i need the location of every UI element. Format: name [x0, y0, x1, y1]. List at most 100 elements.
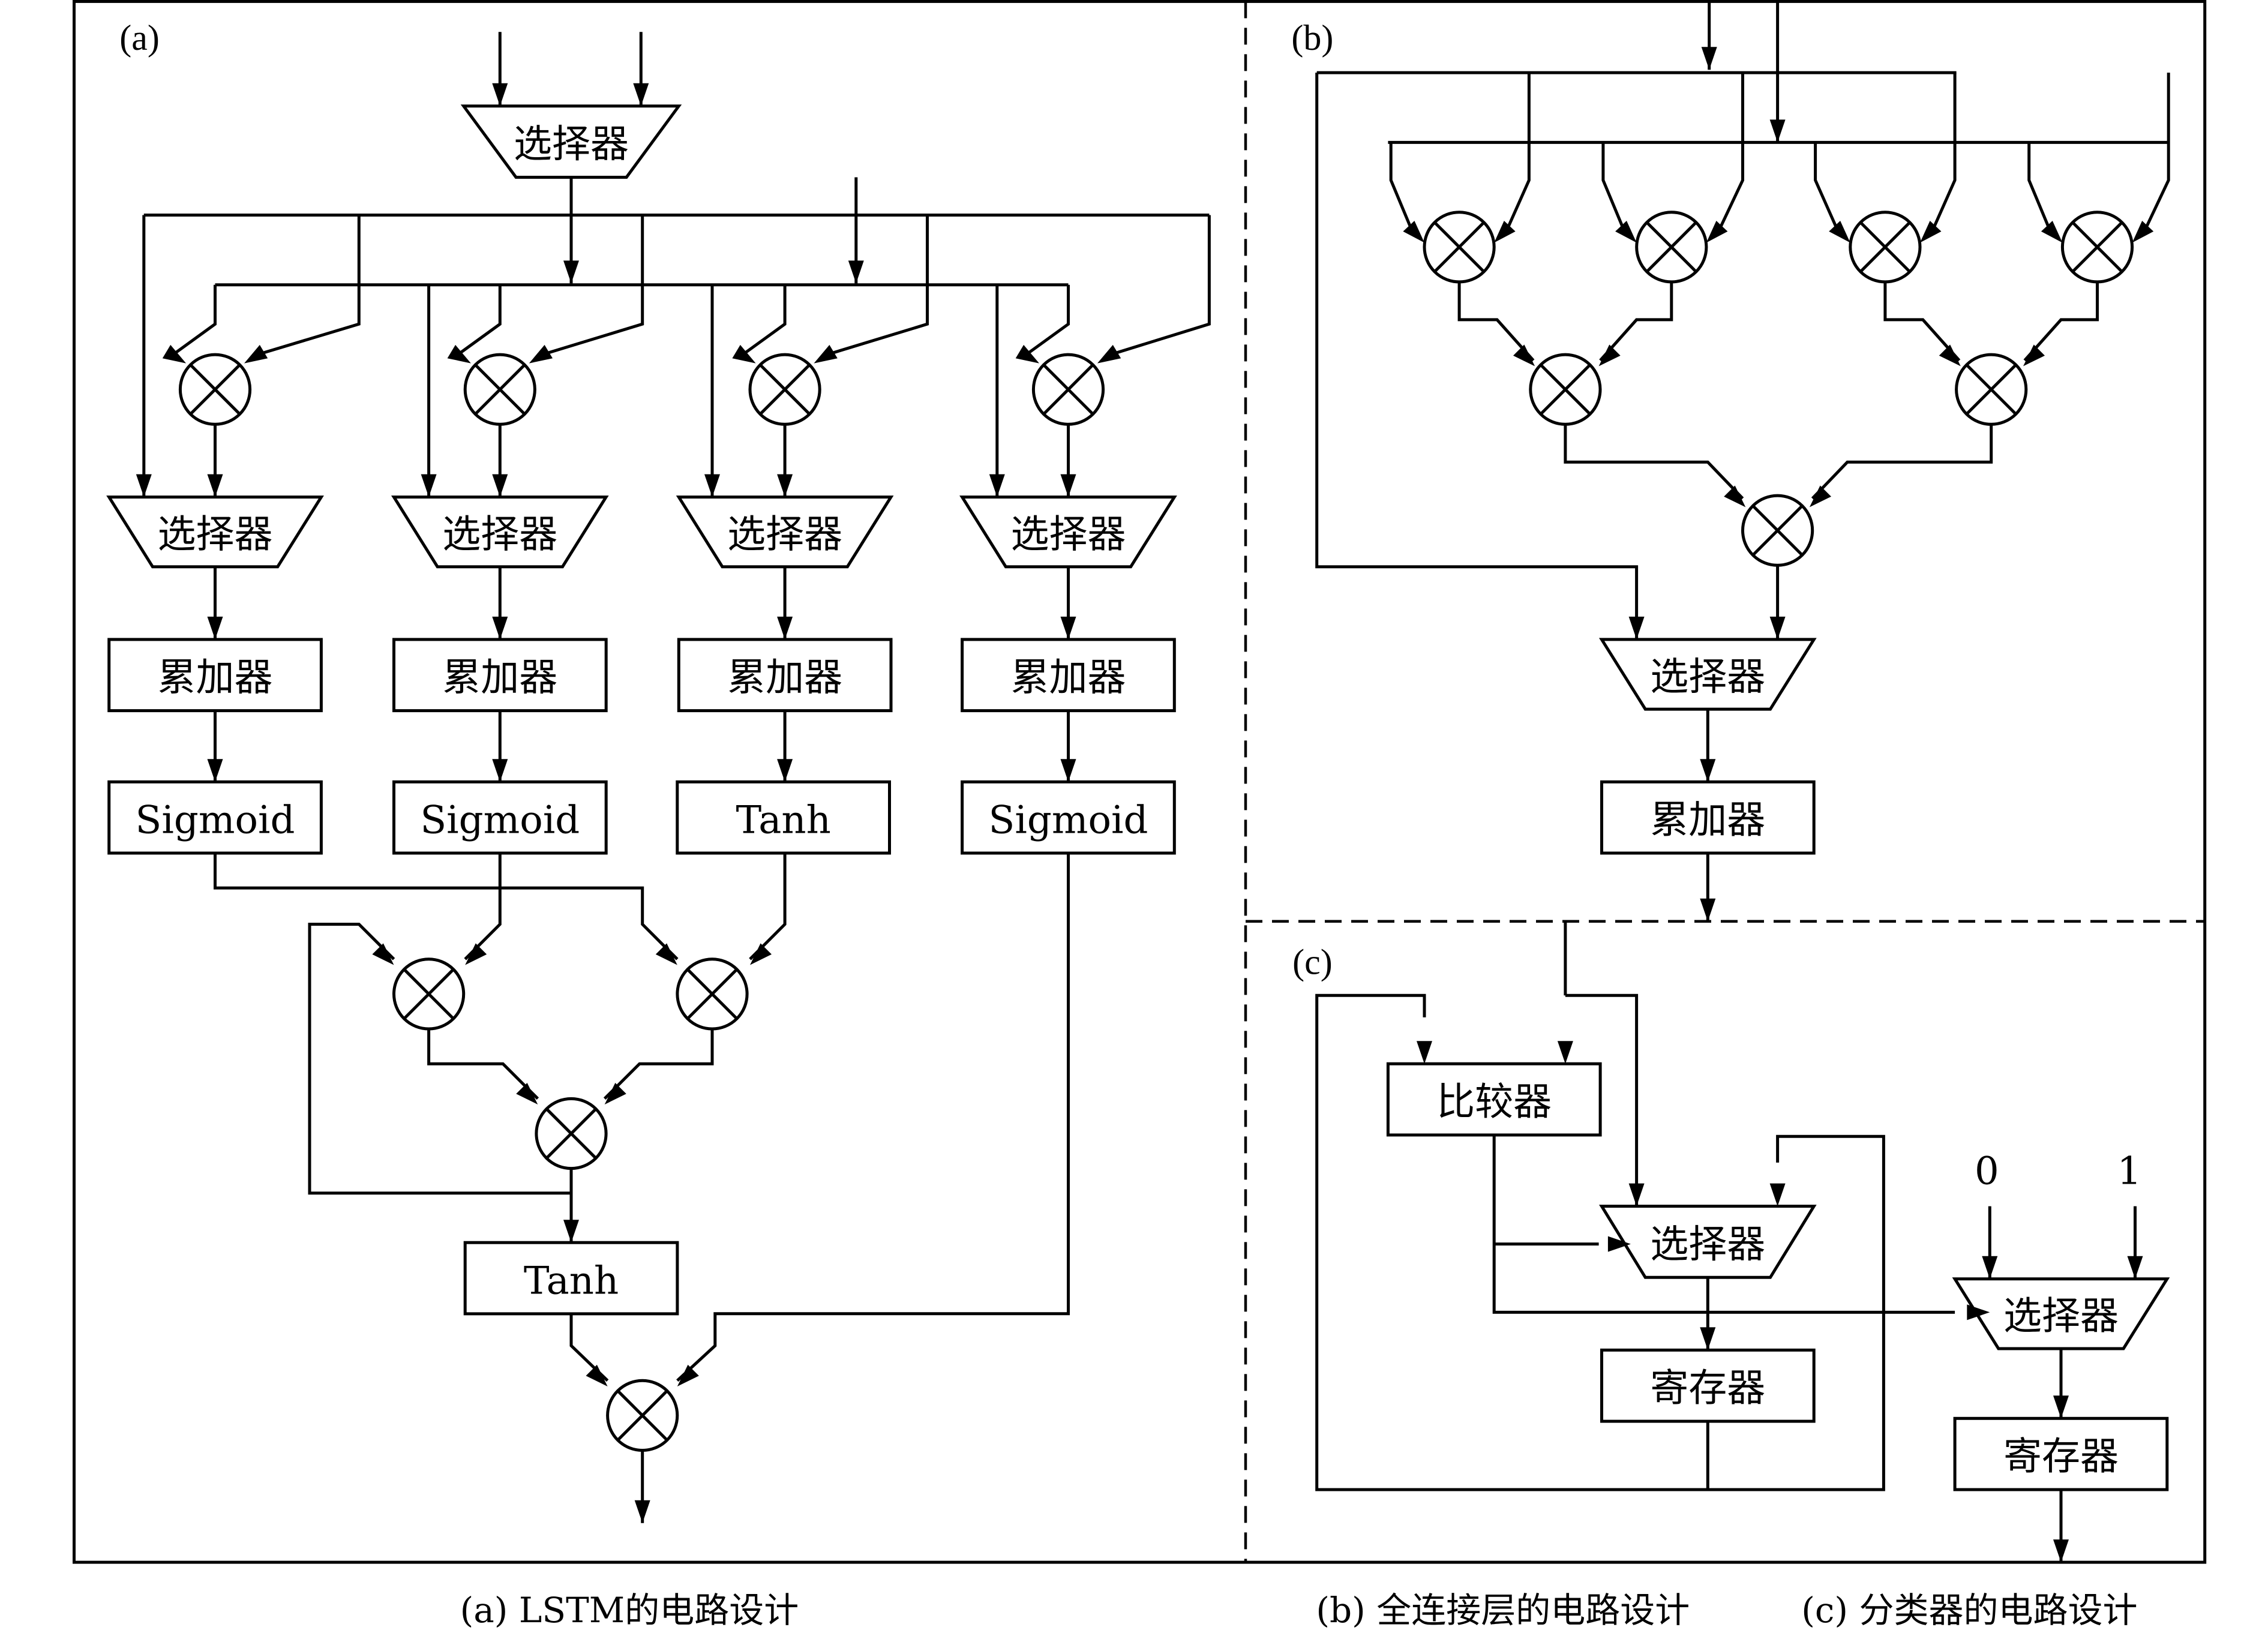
input-one-label: 1: [2117, 1149, 2141, 1194]
wire: [1389, 142, 1414, 233]
arrowhead: [1097, 344, 1121, 364]
accumulator-gate-2-label: 累加器: [442, 656, 557, 700]
wire: [214, 852, 679, 960]
multiplier-fc-3: [1849, 211, 1922, 284]
wire: [2023, 281, 2099, 362]
selector-cls-2-shape: [1952, 1277, 2170, 1350]
panel-c-tag: (c): [1292, 942, 1333, 982]
wire: [603, 1029, 714, 1100]
selector-cls-1-shape: [1599, 1205, 1817, 1279]
selector-top-label: 选择器: [514, 122, 629, 167]
selector-gate-1-shape: [106, 496, 324, 569]
arrowhead: [421, 474, 437, 497]
arrowhead: [492, 83, 508, 106]
arrowhead: [2053, 1539, 2069, 1563]
multiplier-cross: [1965, 364, 2017, 416]
arrowhead: [1706, 221, 1728, 243]
arrowhead: [1494, 221, 1516, 243]
wire: [172, 284, 217, 356]
multiplier-input: [676, 957, 749, 1031]
arrowhead: [1598, 344, 1621, 367]
selector-gate-4-shape: [959, 496, 1177, 569]
multiplier-sum: [535, 1097, 608, 1170]
multiplier-gate-3: [748, 353, 821, 426]
selector-cls-1-label: 选择器: [1650, 1223, 1765, 1267]
arrowhead: [677, 1364, 699, 1386]
wire: [1457, 281, 1535, 362]
tanh-gate-3-label: Tanh: [736, 798, 831, 842]
wire: [464, 852, 502, 960]
arrowhead: [1982, 1256, 1998, 1279]
nodes: [106, 104, 2170, 1491]
multiplier-cross: [1539, 364, 1591, 416]
arrowhead: [492, 474, 508, 497]
multiplier-cross: [1645, 221, 1697, 273]
arrowhead: [136, 474, 152, 497]
arrowhead: [1920, 221, 1942, 243]
arrowhead: [777, 474, 793, 497]
arrowhead: [604, 1083, 626, 1104]
comparator-label: 比较器: [1436, 1080, 1552, 1124]
input-zero-label: 0: [1975, 1149, 1999, 1194]
sigmoid-gate-1-label: Sigmoid: [136, 798, 295, 842]
selector-gate-4-label: 选择器: [1011, 512, 1126, 557]
wire: [1492, 1134, 1955, 1314]
multiplier-gate-1: [178, 353, 252, 426]
arrowhead: [563, 1220, 579, 1243]
caption-c: (c) 分类器的电路设计: [1801, 1590, 2137, 1630]
multiplier-fc-2: [1635, 211, 1708, 284]
wire: [1315, 73, 1639, 640]
arrowhead: [492, 759, 508, 782]
arrowhead: [563, 260, 579, 284]
selector-gate-2-label: 选择器: [442, 512, 557, 557]
wire: [1883, 281, 1961, 362]
wire: [1564, 424, 1744, 500]
arrowhead: [2053, 1395, 2069, 1419]
arrowhead: [1060, 616, 1076, 640]
sigmoid-gate-4-box: [961, 780, 1176, 855]
arrowhead: [1700, 898, 1716, 921]
accumulator-gate-1-box: [107, 638, 323, 713]
arrowhead: [162, 344, 187, 364]
arrowhead: [2127, 1256, 2143, 1279]
selector-fc-label: 选择器: [1650, 655, 1765, 700]
arrowhead: [492, 616, 508, 640]
arrowhead: [633, 83, 649, 106]
tanh-cell-box: [463, 1241, 679, 1316]
multiplier-cross: [545, 1107, 597, 1160]
arrowhead: [814, 344, 838, 364]
arrowhead: [244, 344, 268, 364]
arrowhead: [1700, 1327, 1716, 1350]
wire: [1424, 1421, 1709, 1491]
multiplier-fc-1: [1423, 211, 1496, 284]
arrowhead: [1939, 344, 1961, 367]
caption-a: (a) LSTM的电路设计: [460, 1590, 799, 1630]
arrowhead: [1607, 1236, 1631, 1252]
wire: [569, 1313, 609, 1382]
multiplier-cross: [2071, 221, 2123, 273]
arrowhead: [1769, 616, 1786, 640]
labels: (a)(b)(c)选择器选择器累加器选择器累加器选择器累加器选择器累加器Sigm…: [119, 18, 2141, 1630]
arrowhead: [1628, 616, 1645, 640]
wire: [308, 923, 571, 1195]
outer-frame: [73, 0, 2207, 1564]
selector-top-shape: [460, 104, 682, 179]
accumulator-gate-3-label: 累加器: [727, 656, 842, 700]
multiplier-cross: [403, 968, 455, 1020]
arrowhead: [207, 474, 223, 497]
wire: [1599, 281, 1673, 362]
multiplier-cross: [1433, 221, 1486, 273]
panel-frames: [73, 0, 2207, 1564]
selector-gate-3-label: 选择器: [727, 512, 842, 557]
accumulator-gate-2-box: [392, 638, 608, 713]
selector-cls-2-label: 选择器: [2003, 1295, 2119, 1339]
sigmoid-gate-4-label: Sigmoid: [989, 798, 1148, 842]
arrowhead: [1829, 221, 1850, 243]
selector-gate-1-label: 选择器: [158, 512, 273, 557]
panel-a-tag: (a): [119, 18, 160, 58]
arrowhead: [750, 943, 772, 965]
arrowhead: [777, 616, 793, 640]
wire: [1109, 215, 1211, 356]
multiplier-cross: [474, 364, 526, 416]
arrowhead: [1701, 47, 1717, 70]
